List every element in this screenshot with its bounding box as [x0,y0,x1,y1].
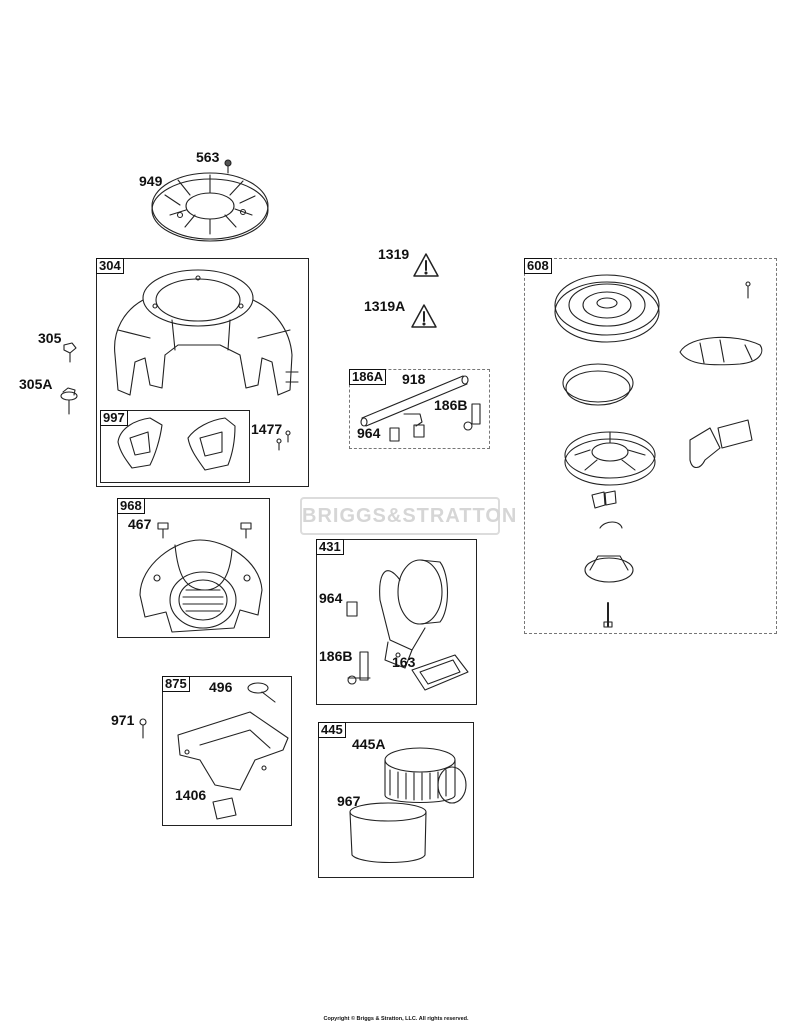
part-305-bolt [63,342,77,363]
callout-1319a: 1319A [364,298,406,314]
callout-467: 467 [128,516,152,532]
part-964-clamp-mid [346,601,358,617]
group-997-panel [100,410,250,483]
part-496-clamp [247,682,276,703]
callout-186b-mid: 186B [319,648,353,664]
group-label-186a: 186A [349,369,387,385]
callout-163: 163 [392,654,416,670]
part-1406-tube [212,797,237,820]
copyright-notice: Copyright © Briggs & Stratton, LLC. All … [323,1016,469,1022]
callout-1477: 1477 [251,421,283,437]
callout-964-top: 964 [357,425,381,441]
callout-971: 971 [111,712,135,728]
group-label-608: 608 [524,258,552,274]
group-608-panel [524,258,777,634]
callout-445a: 445A [352,736,386,752]
part-1319a-warning-label [411,304,437,328]
group-304-panel [96,258,309,487]
part-971-screw [139,718,147,739]
part-1477-screws [276,430,291,451]
part-918-hose [360,375,469,427]
part-304-housing [114,269,299,396]
callout-1319: 1319 [378,246,410,262]
part-186b-fitting-top [403,403,481,438]
part-186b-fitting-mid [347,651,371,685]
part-967-prefilter [349,802,427,864]
group-label-968: 968 [117,498,145,514]
group-968-panel [117,498,270,638]
group-label-997: 997 [100,410,128,426]
part-997-deflectors [117,417,236,471]
callout-186b-top: 186B [434,397,468,413]
group-label-875: 875 [162,676,190,692]
group-label-304: 304 [96,258,124,274]
group-186a-panel [349,369,490,449]
part-964-clamp-top [389,427,400,442]
part-563-screw [224,159,232,174]
callout-949: 949 [139,173,163,189]
callout-1406: 1406 [175,787,207,803]
callout-967: 967 [337,793,361,809]
callout-918: 918 [402,371,426,387]
part-163-gasket [411,654,469,691]
part-1319-warning-label [413,253,439,277]
callout-305: 305 [38,330,62,346]
part-305a-bolt [60,387,78,415]
callout-305a: 305A [19,376,53,392]
callout-964-mid: 964 [319,590,343,606]
part-431-air-cleaner-base [379,559,448,669]
group-875-panel [162,676,292,826]
group-445-panel [318,722,474,878]
group-431-panel [316,539,477,705]
part-875-intake [177,711,289,791]
group-label-431: 431 [316,539,344,555]
part-968-shroud [139,539,263,633]
group-label-445: 445 [318,722,346,738]
callout-496: 496 [209,679,233,695]
part-949-ring [151,172,269,242]
part-608-starter [554,274,763,628]
callout-563: 563 [196,149,220,165]
part-445a-filter [384,747,467,804]
brand-watermark: BRIGGS&STRATTON [300,497,516,535]
part-467-knobs [157,522,252,539]
